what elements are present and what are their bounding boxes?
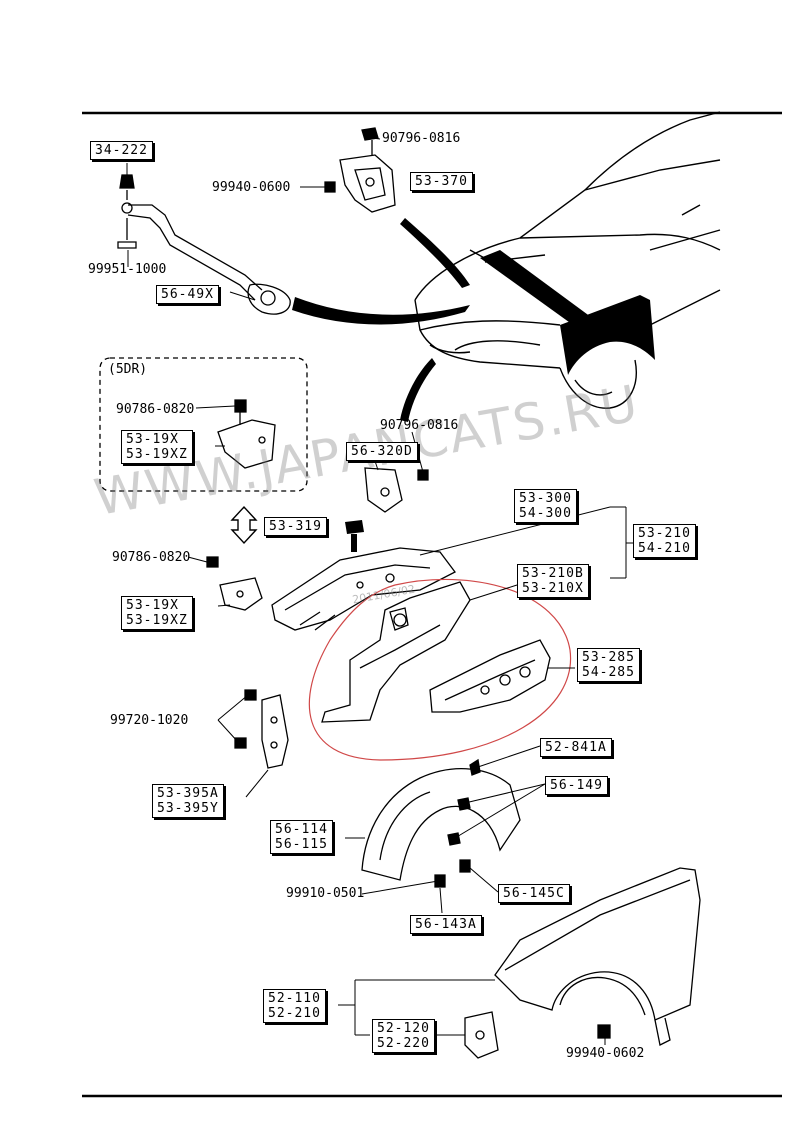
part-number: 52-841A xyxy=(545,740,607,755)
part-number: 56-115 xyxy=(275,837,328,852)
part-box-52-110[interactable]: 52-110 52-210 xyxy=(263,989,326,1023)
front-fender-drawing xyxy=(494,867,701,1046)
strut-bar-drawing xyxy=(117,174,291,315)
reinforcement-53-285-drawing xyxy=(429,639,551,713)
bracket-56-320d-drawing xyxy=(364,467,429,513)
part-number: 53-300 xyxy=(519,491,572,506)
part-box-53-210[interactable]: 53-210 54-210 xyxy=(633,524,696,558)
part-number: 53-395A xyxy=(157,786,219,801)
part-number: 53-210X xyxy=(522,581,584,596)
bracket-53-19x-drawing xyxy=(206,556,263,611)
part-box-56-145c[interactable]: 56-145C xyxy=(498,884,570,903)
part-number: 53-395Y xyxy=(157,801,219,816)
part-number: 56-149 xyxy=(550,778,603,793)
side-member-drawing xyxy=(321,581,471,723)
part-box-53-210b[interactable]: 53-210B 53-210X xyxy=(517,564,589,598)
part-number: 52-120 xyxy=(377,1021,430,1036)
part-number: 34-222 xyxy=(95,143,148,158)
part-label-99720-1020[interactable]: 99720-1020 xyxy=(110,713,189,728)
part-number: 52-110 xyxy=(268,991,321,1006)
part-number: 54-300 xyxy=(519,506,572,521)
bracket-5dr-drawing xyxy=(217,399,276,469)
leader-arrows xyxy=(292,218,470,422)
part-number: 56-114 xyxy=(275,822,328,837)
part-number: 56-143A xyxy=(415,917,477,932)
bolt-53-319-drawing xyxy=(345,520,364,552)
part-number: 53-285 xyxy=(582,650,635,665)
hood-hinge-drawing xyxy=(324,127,396,213)
part-box-53-300[interactable]: 53-300 54-300 xyxy=(514,489,577,523)
part-number: 53-19X xyxy=(126,598,179,613)
bracket-53-395-drawing xyxy=(234,689,289,769)
part-box-53-19x[interactable]: 53-19X 53-19XZ xyxy=(121,596,193,630)
part-number: 53-210 xyxy=(638,526,691,541)
part-number: 52-220 xyxy=(377,1036,430,1051)
part-number: 53-319 xyxy=(269,519,322,534)
part-label-90786-0820-b[interactable]: 90786-0820 xyxy=(112,550,191,565)
leader-lines xyxy=(126,137,640,1045)
part-number: 53-370 xyxy=(415,174,468,189)
part-box-53-19x-5dr[interactable]: 53-19X 53-19XZ xyxy=(121,430,193,464)
highlight-circle xyxy=(308,578,572,761)
part-number: 56-145C xyxy=(503,886,565,901)
part-number: 54-285 xyxy=(582,665,635,680)
part-box-52-120[interactable]: 52-120 52-220 xyxy=(372,1019,435,1053)
fender-liner-drawing xyxy=(361,758,521,888)
part-box-56-114[interactable]: 56-114 56-115 xyxy=(270,820,333,854)
part-box-53-319[interactable]: 53-319 xyxy=(264,517,327,536)
part-label-90796-0816[interactable]: 90796-0816 xyxy=(382,131,461,146)
5dr-dashed-frame xyxy=(99,357,308,492)
part-label-99951-1000[interactable]: 99951-1000 xyxy=(88,262,167,277)
part-number: 52-210 xyxy=(268,1006,321,1021)
part-box-53-395a[interactable]: 53-395A 53-395Y xyxy=(152,784,224,818)
front-frame-drawing xyxy=(271,547,456,631)
part-number: 54-210 xyxy=(638,541,691,556)
part-box-34-222[interactable]: 34-222 xyxy=(90,141,153,160)
car-fender-shading xyxy=(480,250,655,375)
part-box-56-320d[interactable]: 56-320D xyxy=(346,442,418,461)
part-number: 56-320D xyxy=(351,444,413,459)
part-label-99940-0602[interactable]: 99940-0602 xyxy=(566,1046,645,1061)
part-number: 53-19XZ xyxy=(126,613,188,628)
part-box-56-49x[interactable]: 56-49X xyxy=(156,285,219,304)
part-box-56-149[interactable]: 56-149 xyxy=(545,776,608,795)
part-number: 53-19X xyxy=(126,432,179,447)
part-number: 53-210B xyxy=(522,566,584,581)
fender-bracket-drawing xyxy=(464,1011,499,1059)
variant-label-5dr: (5DR) xyxy=(108,362,148,377)
part-label-99910-0501[interactable]: 99910-0501 xyxy=(286,886,365,901)
part-label-90796-0816-mid[interactable]: 90796-0816 xyxy=(380,418,459,433)
part-number: 53-19XZ xyxy=(126,447,188,462)
part-box-52-841a[interactable]: 52-841A xyxy=(540,738,612,757)
part-label-90786-0820[interactable]: 90786-0820 xyxy=(116,402,195,417)
part-label-99940-0600[interactable]: 99940-0600 xyxy=(212,180,291,195)
part-number: 56-49X xyxy=(161,287,214,302)
part-box-53-370[interactable]: 53-370 xyxy=(410,172,473,191)
part-box-53-285[interactable]: 53-285 54-285 xyxy=(577,648,640,682)
part-box-56-143a[interactable]: 56-143A xyxy=(410,915,482,934)
up-down-arrow-icon xyxy=(230,505,258,545)
